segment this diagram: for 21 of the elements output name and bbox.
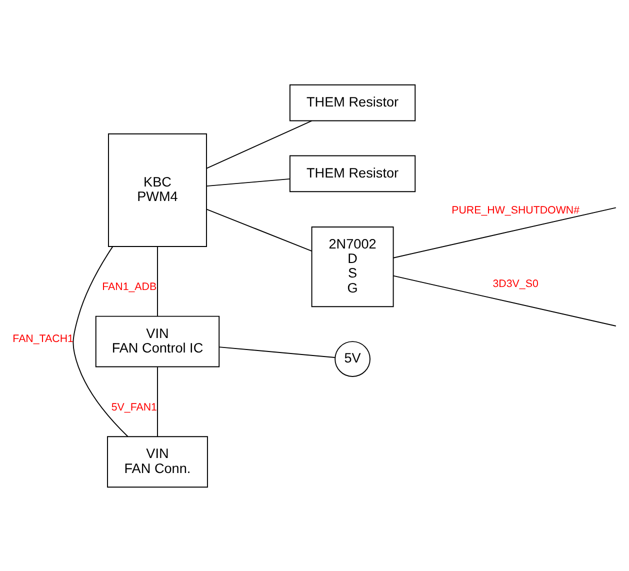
connector (392, 274, 616, 326)
connector (218, 346, 336, 358)
node-box: VIN FAN Conn. (107, 436, 208, 488)
connector (206, 178, 290, 186)
connector (157, 366, 158, 436)
edge-label: FAN1_ADB (102, 280, 157, 292)
node-box: KBC PWM4 (108, 132, 207, 246)
edge-label: FAN_TACH1 (12, 332, 74, 344)
connector (72, 246, 128, 436)
node-box: 2N7002 D S G (311, 226, 394, 307)
connector (157, 246, 158, 316)
connector (206, 208, 312, 252)
edge-label: PURE_HW_SHUTDOWN# (452, 204, 580, 216)
edge-label: 3D3V_S0 (492, 278, 538, 290)
connector (392, 206, 616, 258)
edge-label: 5V_FAN1 (111, 400, 158, 413)
node-box: VIN FAN Control IC (95, 315, 220, 367)
node-box: THEM Resistor (289, 154, 416, 192)
connector (206, 120, 312, 168)
node-circle: 5V (334, 340, 370, 376)
node-box: THEM Resistor (289, 84, 416, 121)
